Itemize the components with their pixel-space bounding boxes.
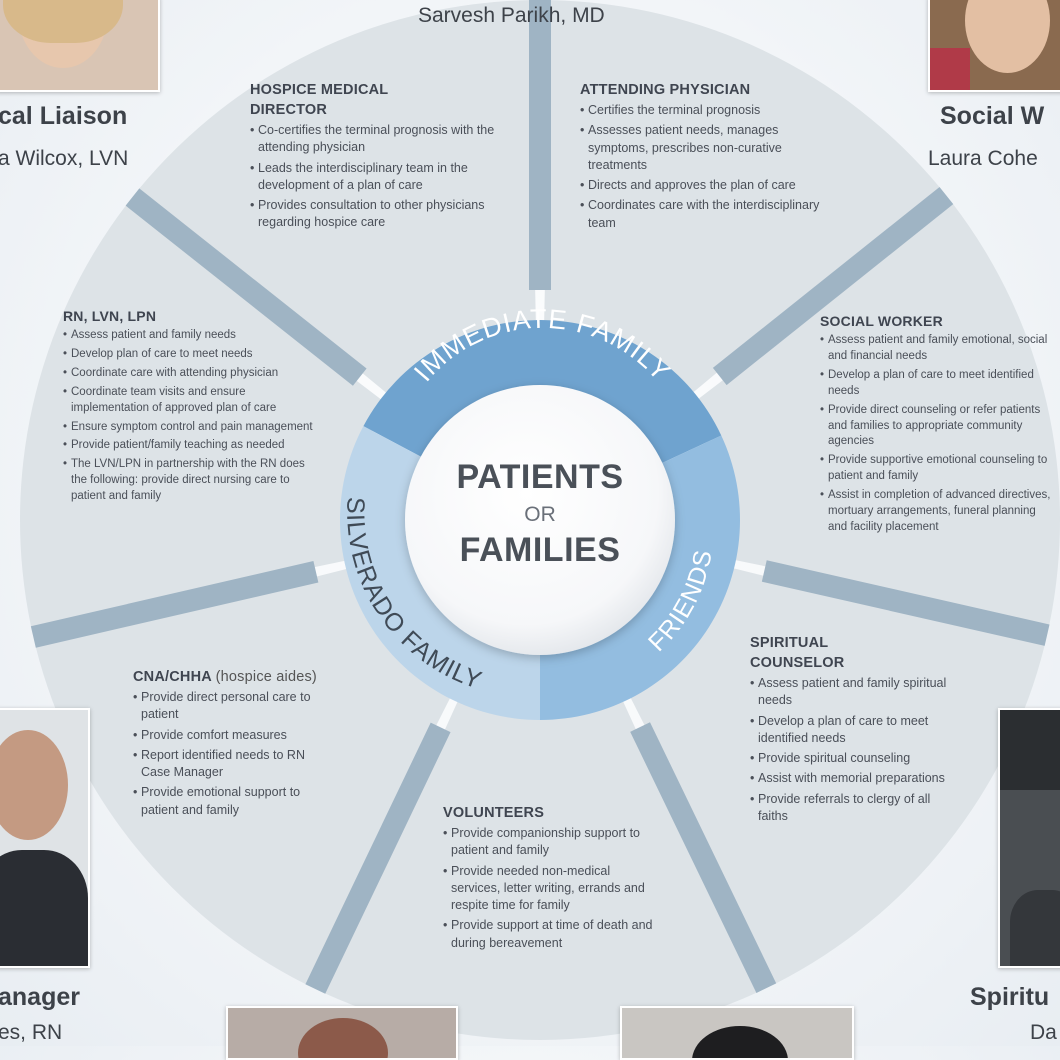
- list-item: Assess patient and family emotional, soc…: [820, 333, 1052, 365]
- list-item: Provide patient/family teaching as neede…: [63, 438, 321, 454]
- photo-spiritual-counselor: [998, 708, 1060, 968]
- list-item: Provide support at time of death and dur…: [443, 917, 658, 952]
- list-item: Assesses patient needs, manages symptoms…: [580, 122, 835, 174]
- photo-medical-liaison: [0, 0, 160, 92]
- medical-liaison-role: cal Liaison: [0, 102, 128, 130]
- list-item: Provide emotional support to patient and…: [133, 784, 313, 819]
- center-line-or: OR: [524, 503, 556, 526]
- list-item: Provide direct personal care to patient: [133, 689, 313, 724]
- list-item: Develop plan of care to meet needs: [63, 347, 321, 363]
- list-item: Provide comfort measures: [133, 727, 313, 745]
- list-item: Assist with memorial preparations: [750, 770, 960, 788]
- spiritual-counselor-name: Da: [1030, 1021, 1057, 1044]
- sector-rn-lvn-lpn: RN, LVN, LPN Assess patient and family n…: [63, 307, 321, 508]
- ring-silverado-family: [340, 426, 540, 720]
- list-item: Coordinates care with the interdisciplin…: [580, 197, 835, 232]
- sector-divider: [761, 560, 1050, 646]
- sector-divider: [630, 722, 777, 993]
- sector-attending-physician: ATTENDING PHYSICIAN Certifies the termin…: [580, 80, 835, 235]
- sector-cna-chha: CNA/CHHA (hospice aides) Provide direct …: [133, 667, 358, 822]
- list-item: Report identified needs to RN Case Manag…: [133, 747, 313, 782]
- sector-title: VOLUNTEERS: [443, 805, 545, 821]
- sector-divider: [30, 561, 319, 648]
- list-item: Coordinate team visits and ensure implem…: [63, 385, 321, 417]
- ring-immediate-family: [363, 320, 722, 466]
- list-item: Directs and approves the plan of care: [580, 177, 835, 195]
- social-worker-role: Social W: [940, 102, 1045, 130]
- sector-social-worker: SOCIAL WORKER Assess patient and family …: [820, 312, 1052, 539]
- sector-volunteers: VOLUNTEERS Provide companionship support…: [443, 803, 658, 955]
- sector-divider: [305, 722, 451, 994]
- list-item: Provide needed non-medical services, let…: [443, 863, 658, 915]
- family-ring: [340, 320, 740, 720]
- photo-social-worker: [928, 0, 1060, 92]
- center-label: PATIENTS OR FAMILIES: [430, 458, 650, 570]
- list-item: Develop a plan of care to meet identifie…: [820, 368, 1052, 400]
- list-item: Leads the interdisciplinary team in the …: [250, 160, 495, 195]
- list-item: Provide companionship support to patient…: [443, 825, 658, 860]
- sector-title: ATTENDING PHYSICIAN: [580, 82, 751, 98]
- photo-case-manager: [0, 708, 90, 968]
- photo-volunteer-2: [620, 1006, 854, 1060]
- ring-friends: [540, 435, 740, 720]
- sector-divider: [125, 188, 367, 386]
- list-item: Provide direct counseling or refer patie…: [820, 403, 1052, 451]
- sector-dividers: [30, 0, 1050, 994]
- list-item: Provides consultation to other physician…: [250, 197, 495, 232]
- list-item: Ensure symptom control and pain manageme…: [63, 420, 321, 436]
- center-circle: [405, 385, 675, 655]
- sector-title: RN, LVN, LPN: [63, 308, 157, 324]
- medical-liaison-name: a Wilcox, LVN: [0, 147, 129, 170]
- list-item: The LVN/LPN in partnership with the RN d…: [63, 457, 321, 505]
- list-item: Develop a plan of care to meet identifie…: [750, 713, 960, 748]
- case-manager-name: es, RN: [0, 1021, 63, 1044]
- list-item: Co-certifies the terminal prognosis with…: [250, 122, 495, 157]
- case-manager-role: anager: [0, 983, 80, 1011]
- photo-volunteer-1: [226, 1006, 458, 1060]
- list-item: Provide referrals to clergy of all faith…: [750, 791, 960, 826]
- center-line-families: FAMILIES: [459, 531, 621, 569]
- sector-title: SOCIAL WORKER: [820, 313, 943, 329]
- list-item: Certifies the terminal prognosis: [580, 102, 835, 120]
- sector-divider: [712, 186, 954, 386]
- list-item: Assess patient and family needs: [63, 328, 321, 344]
- center-line-patients: PATIENTS: [456, 458, 624, 496]
- social-worker-name: Laura Cohe: [928, 147, 1038, 170]
- list-item: Provide spiritual counseling: [750, 750, 960, 768]
- list-item: Assist in completion of advanced directi…: [820, 488, 1052, 536]
- top-person-name: Sarvesh Parikh, MD: [418, 4, 605, 27]
- sector-title: CNA/CHHA (hospice aides): [133, 669, 317, 685]
- list-item: Coordinate care with attending physician: [63, 366, 321, 382]
- list-item: Provide supportive emotional counseling …: [820, 453, 1052, 485]
- spiritual-counselor-role: Spiritu: [970, 983, 1050, 1011]
- list-item: Assess patient and family spiritual need…: [750, 675, 960, 710]
